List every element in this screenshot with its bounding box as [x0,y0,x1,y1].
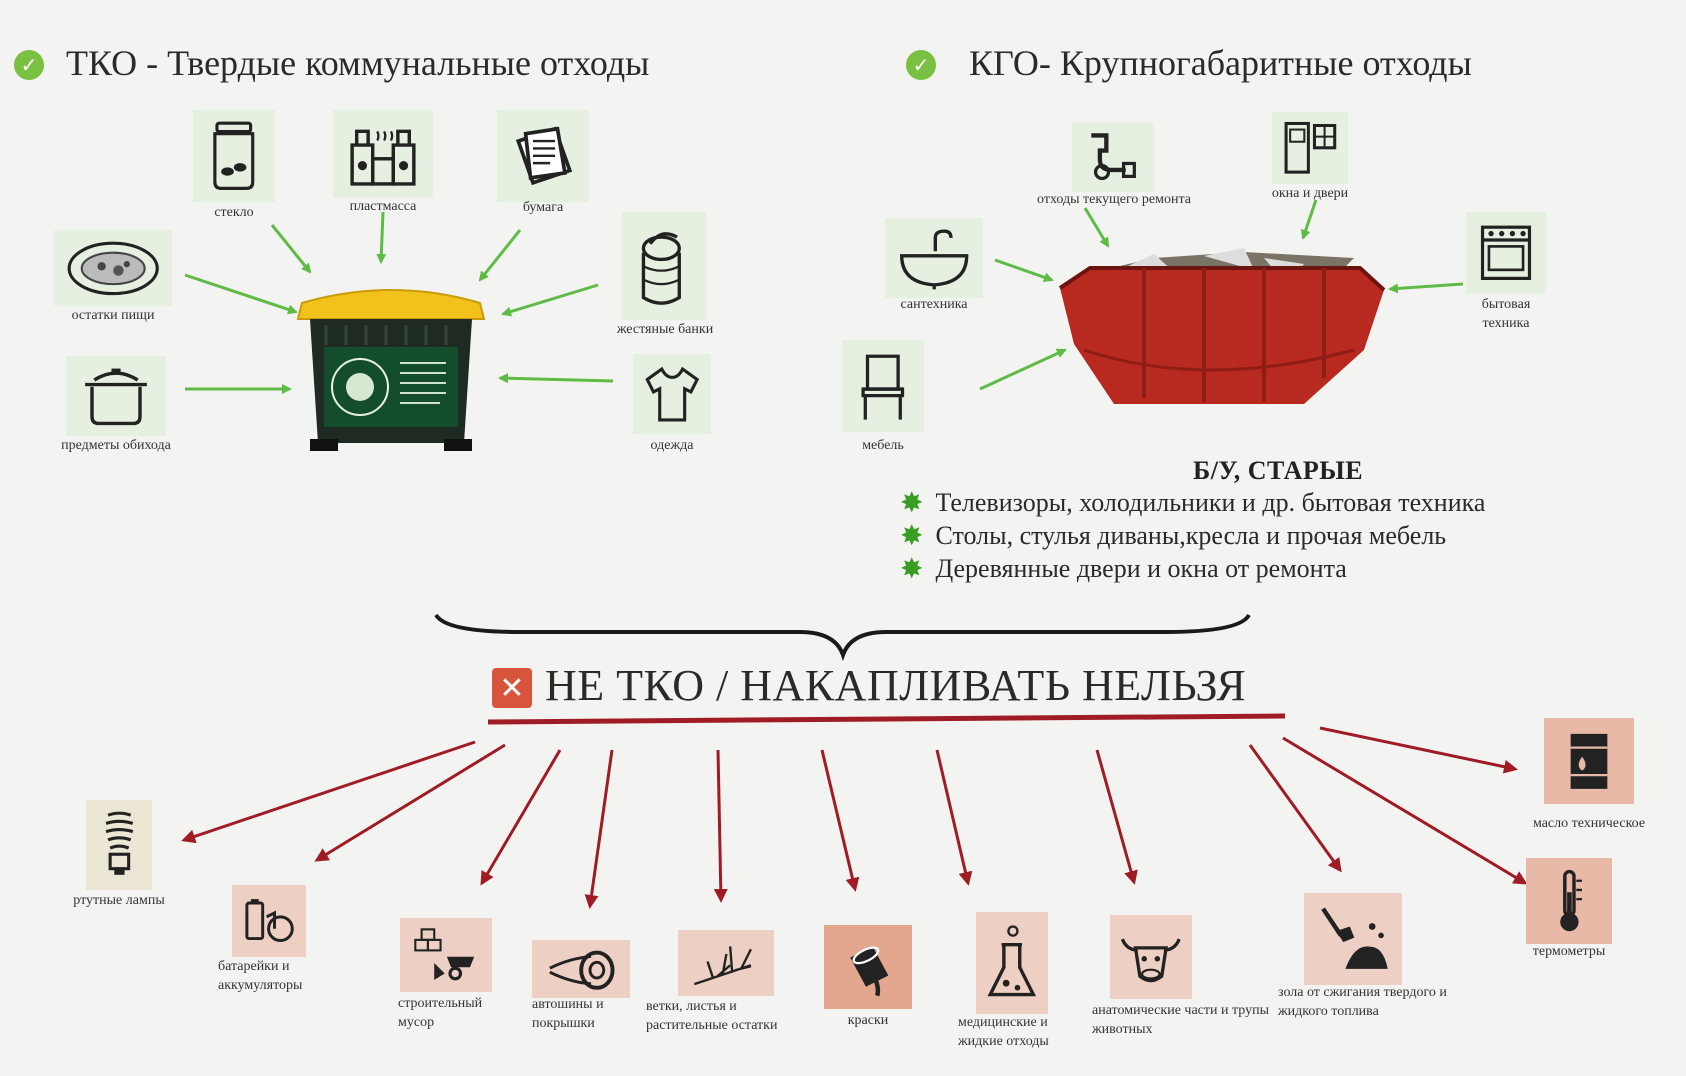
label-food: остатки пищи [71,308,155,323]
label-oil: масло техническое [1532,816,1646,831]
label-ash: зола от сжигания твердого и жидкого топл… [1278,985,1447,1019]
label-appliances: бытовая техника [1481,297,1531,331]
list-item: ✸ Столы, стулья диваны,кресла и прочая ме… [900,519,1485,552]
label-household: предметы обихода [61,438,171,453]
label-animals: анатомические части и трупы животных [1092,1003,1269,1037]
pipes-icon [1072,122,1154,192]
label-furniture: мебель [862,438,904,453]
label-plastic: пластмасса [349,199,417,214]
not-tko-title: НЕ ТКО / НАКАПЛИВАТЬ НЕЛЬЗЯ [545,661,1247,710]
pot-icon [66,356,166,436]
oil-barrel-icon [1544,718,1634,804]
green-star-icon: ✸ [900,519,924,552]
kgo-title: КГО- Крупногабаритные отходы [969,43,1472,83]
trash-bin [296,283,486,453]
red-arrows [181,726,1528,909]
label-repair: отходы текущего ремонта [1037,192,1191,207]
label-tires: автошины и покрышки [532,997,604,1031]
label-branches: ветки, листья и растительные остатки [646,999,778,1033]
bullet-text: Деревянные двери и окна от ремонта [935,553,1347,583]
plastic-bottles-icon [333,110,433,198]
thermometer-icon [1526,858,1612,944]
bullet-text: Столы, стулья диваны,кресла и прочая меб… [935,520,1447,550]
lamp-icon [86,800,152,890]
food-plate-icon [54,230,172,306]
medical-icon [976,912,1048,1014]
battery-icon [232,885,306,957]
label-paints: краски [847,1013,889,1028]
label-thermometer: термометры [1532,944,1606,959]
title-underline [487,713,1286,725]
label-glass: стекло [214,205,254,220]
shirt-icon [633,354,711,434]
green-star-icon: ✸ [900,552,924,585]
tin-cans-icon [622,212,706,320]
list-item: ✸ Деревянные двери и окна от ремонта [900,552,1485,585]
kgo-arrows [979,199,1464,391]
label-batteries: батарейки и аккумуляторы [218,959,303,993]
skip-container [1054,238,1390,408]
stove-icon [1466,212,1546,294]
check-icon: ✓ [14,50,44,80]
tko-arrows [184,211,614,394]
tire-icon [532,940,630,998]
label-sink: сантехника [900,297,968,312]
green-star-icon: ✸ [900,486,924,519]
label-paper: бумага [522,200,564,215]
used-items-title: Б/У, СТАРЫЕ [1193,456,1364,485]
tko-title: ТКО - Твердые коммунальные отходы [66,43,650,83]
check-icon: ✓ [906,50,936,80]
chair-icon [842,340,924,432]
construction-icon [400,918,492,992]
label-tin-cans: жестяные банки [616,322,714,337]
label-doors-windows: окна и двери [1271,186,1349,201]
door-window-icon [1272,112,1348,184]
list-item: ✸ Телевизоры, холодильники и др. бытовая … [900,486,1485,519]
jar-icon [193,110,275,202]
ash-icon [1304,893,1402,985]
label-construction: строительный мусор [398,996,483,1030]
label-clothes: одежда [650,438,694,453]
used-items-list: ✸ Телевизоры, холодильники и др. бытовая … [900,486,1485,585]
bullet-text: Телевизоры, холодильники и др. бытовая т… [935,487,1486,517]
sink-icon [885,218,983,298]
branch-icon [678,930,774,996]
label-lamps: ртутные лампы [73,893,165,908]
cross-icon: ✕ [492,668,532,708]
curly-brace [434,613,1251,662]
paint-icon [824,925,912,1009]
cow-icon [1110,915,1192,999]
paper-icon [497,110,589,202]
label-medical: медицинские и жидкие отходы [958,1015,1049,1049]
